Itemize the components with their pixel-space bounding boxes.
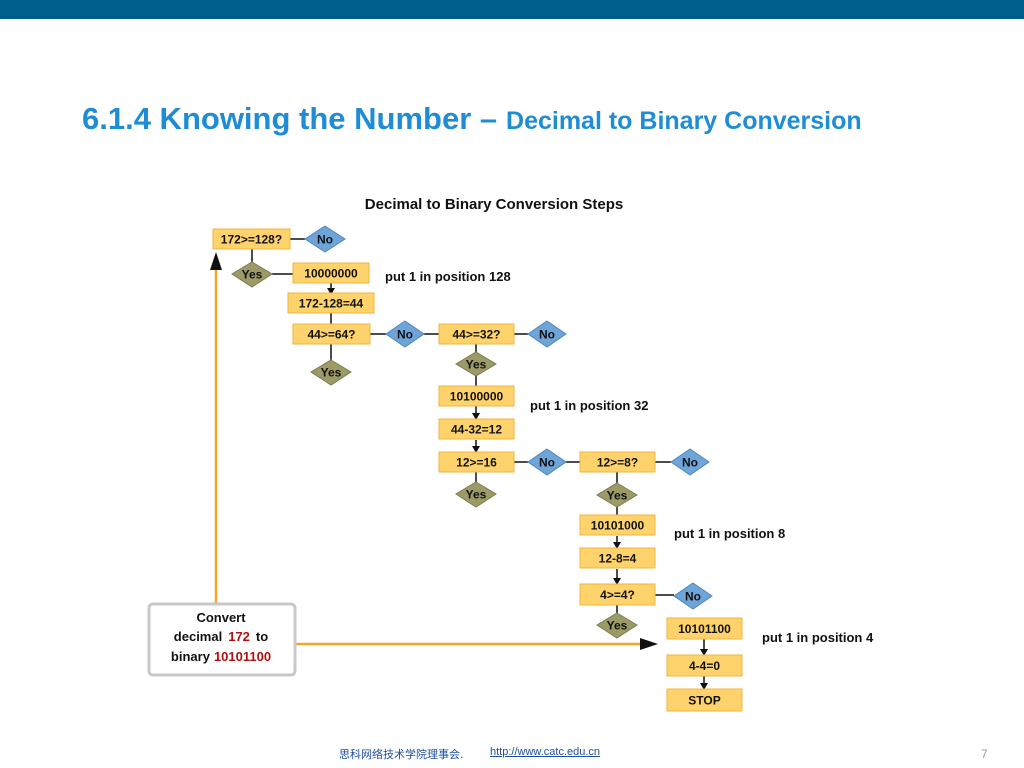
note-position-32: put 1 in position 32 (530, 398, 648, 413)
footer-link[interactable]: http://www.catc.edu.cn (490, 746, 601, 758)
page-number: 7 (981, 747, 988, 761)
svg-text:44>=64?: 44>=64? (307, 328, 355, 342)
svg-text:STOP: STOP (688, 694, 720, 708)
node-yes32: Yes (455, 351, 497, 377)
node-no4: No (673, 582, 713, 610)
binary-value: 10101100 (214, 649, 271, 664)
svg-text:No: No (397, 328, 413, 342)
node-sub32: 44-32=12 (438, 418, 515, 440)
node-q32: 44>=32? (438, 323, 515, 345)
node-sub4: 4-4=0 (666, 654, 743, 677)
svg-text:10100000: 10100000 (450, 390, 504, 404)
node-no32: No (527, 320, 567, 348)
node-yes4: Yes (596, 612, 638, 639)
right-arrowhead-icon (640, 638, 658, 650)
svg-text:Yes: Yes (242, 268, 263, 282)
node-no16: No (527, 448, 567, 476)
svg-text:Yes: Yes (321, 366, 342, 380)
node-no128: No (304, 225, 346, 253)
node-yes8: Yes (596, 482, 638, 508)
node-yes64: Yes (310, 359, 352, 386)
svg-text:44>=32?: 44>=32? (452, 328, 500, 342)
node-sub8: 12-8=4 (579, 547, 656, 569)
node-bin2: 10100000 (438, 385, 515, 407)
decimal-value: 172 (228, 629, 250, 644)
node-bin1: 10000000 (292, 262, 370, 284)
flow-arrows (214, 258, 650, 646)
svg-text:172>=128?: 172>=128? (221, 233, 282, 247)
svg-text:10000000: 10000000 (304, 267, 358, 281)
node-q8: 12>=8? (579, 451, 656, 473)
svg-text:Yes: Yes (607, 489, 628, 503)
node-sub128: 172-128=44 (287, 292, 375, 314)
slide-title-sub: Decimal to Binary Conversion (506, 107, 862, 135)
footer-organization: 思科网络技术学院理事会. (339, 748, 464, 761)
svg-text:10101000: 10101000 (591, 519, 645, 533)
top-banner (0, 0, 1024, 19)
svg-text:172-128=44: 172-128=44 (299, 297, 364, 311)
diagram-title: Decimal to Binary Conversion Steps (365, 196, 623, 213)
node-bin4: 10101100 (666, 617, 743, 640)
node-no8: No (670, 448, 710, 476)
svg-text:44-32=12: 44-32=12 (451, 423, 502, 437)
note-position-128: put 1 in position 128 (385, 269, 511, 284)
svg-text:4-4=0: 4-4=0 (689, 659, 720, 673)
svg-text:Yes: Yes (466, 488, 487, 502)
note-position-8: put 1 in position 8 (674, 526, 785, 541)
node-q64: 44>=64? (292, 323, 371, 345)
svg-text:No: No (685, 590, 701, 604)
slide-title-main: 6.1.4 Knowing the Number – (82, 101, 498, 136)
svg-text:Yes: Yes (466, 358, 487, 372)
slide-title: 6.1.4 Knowing the Number – Decimal to Bi… (82, 100, 862, 137)
node-yes16: Yes (455, 481, 497, 508)
convert-line-1: Convert (196, 610, 246, 625)
svg-text:No: No (539, 456, 555, 470)
svg-text:No: No (682, 456, 698, 470)
svg-text:12>=16: 12>=16 (456, 456, 497, 470)
node-q128: 172>=128? (212, 228, 291, 250)
node-yes128: Yes (231, 261, 273, 288)
svg-text:12>=8?: 12>=8? (597, 456, 638, 470)
svg-text:Yes: Yes (607, 619, 628, 633)
svg-text:10101100: 10101100 (678, 622, 731, 636)
node-no64: No (385, 320, 425, 348)
up-arrowhead-icon (210, 252, 222, 270)
node-q4: 4>=4? (579, 583, 656, 606)
svg-text:4>=4?: 4>=4? (600, 588, 635, 602)
svg-text:No: No (317, 233, 333, 247)
node-stop: STOP (666, 688, 743, 712)
node-q16: 12>=16 (438, 451, 515, 473)
svg-text:No: No (539, 328, 555, 342)
svg-text:12-8=4: 12-8=4 (599, 552, 637, 566)
node-bin3: 10101000 (579, 514, 656, 536)
note-position-4: put 1 in position 4 (762, 630, 874, 645)
connector-lines (251, 238, 708, 690)
